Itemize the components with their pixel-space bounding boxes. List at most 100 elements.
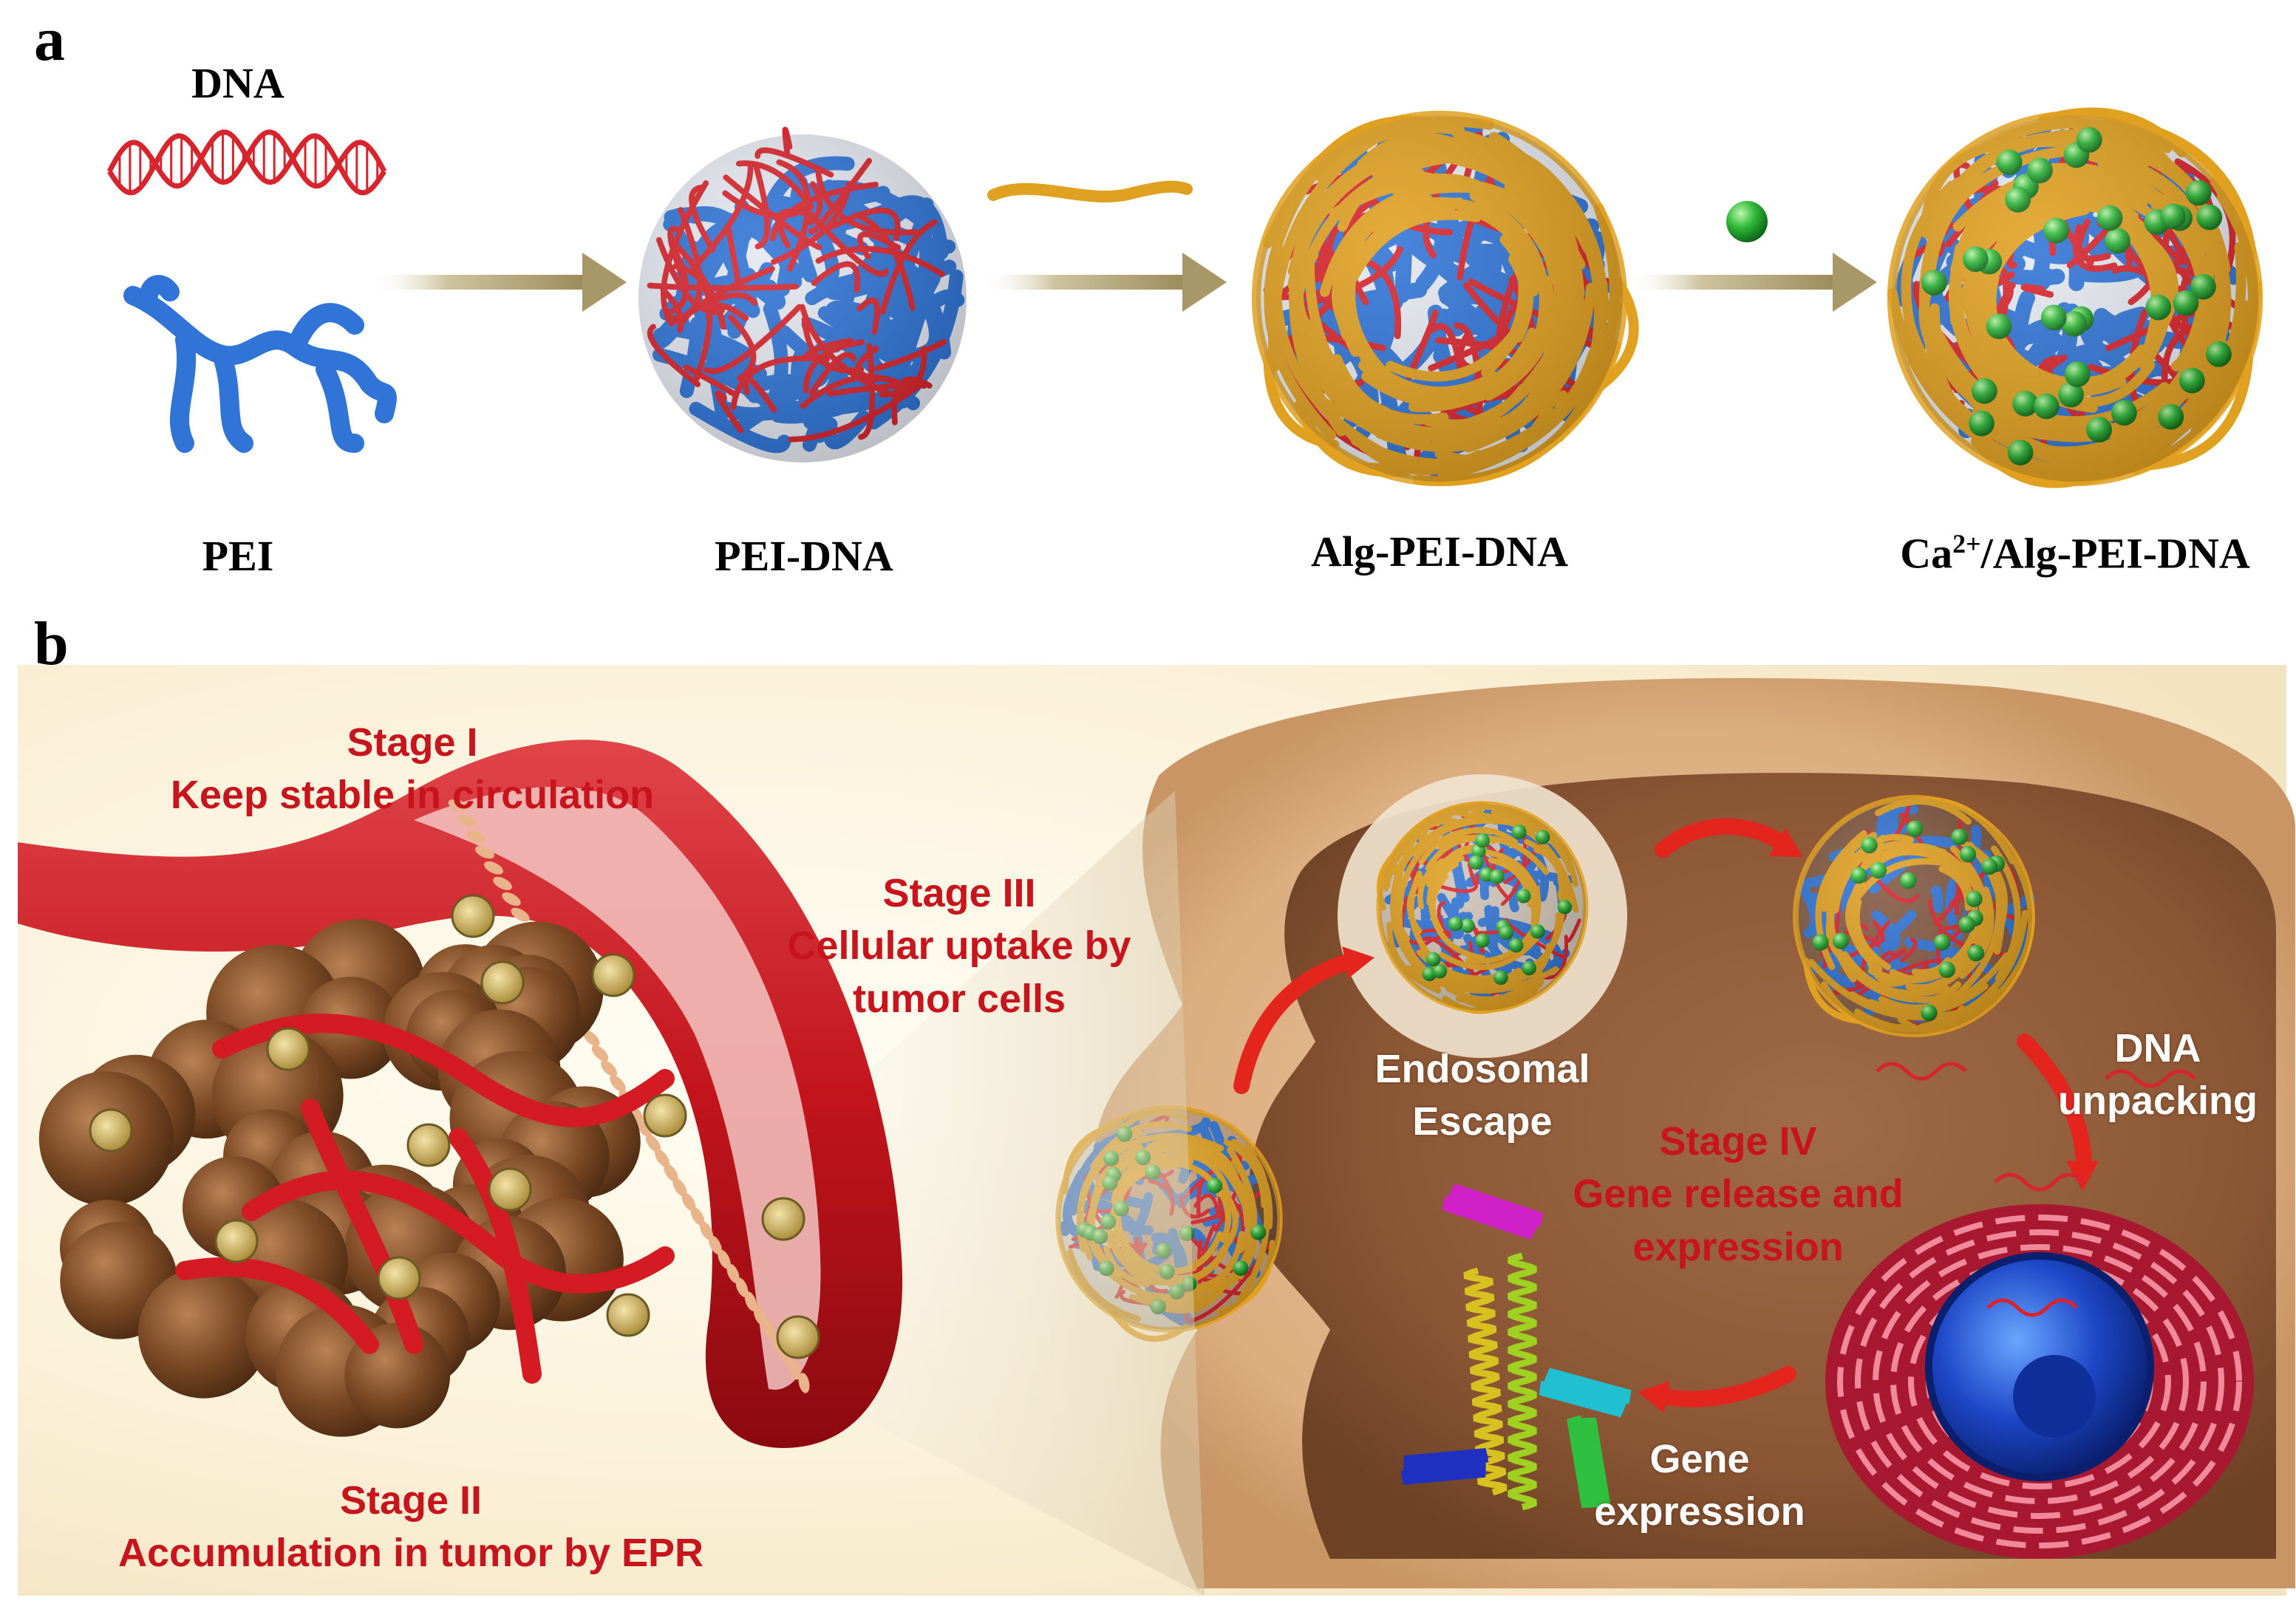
- endothelial-cell: [448, 799, 469, 812]
- endothelial-cell: [610, 1075, 626, 1093]
- released-dna-fragments: [1876, 1062, 2196, 1317]
- expression-arrow-head: [1638, 1381, 1670, 1413]
- capillary: [175, 1257, 379, 1354]
- expression-arrow: [1638, 1366, 1796, 1413]
- vessel-lumen: [414, 787, 821, 1390]
- endothelial-cell: [718, 1249, 731, 1269]
- stage-3-desc-1: Cellular uptake by: [787, 923, 1131, 969]
- stage-3-title: Stage III: [882, 871, 1036, 915]
- stage-4-title: Stage IV: [1659, 1119, 1817, 1164]
- pei-dna-particle: [638, 126, 967, 462]
- expression-arrow-shaft: [1655, 1366, 1796, 1407]
- endothelial-cell: [493, 876, 512, 890]
- pei-branch: [138, 275, 180, 313]
- endosomal-line-1: Endosomal: [1374, 1047, 1590, 1091]
- gene-expression-label: Gene expression: [1594, 1433, 1805, 1539]
- protein-helix: [1400, 1448, 1489, 1485]
- endothelial-cell: [763, 1319, 774, 1339]
- endothelial-cell: [789, 1359, 801, 1380]
- panel-a-letter: a: [34, 5, 65, 74]
- endothelial-cell: [600, 1060, 618, 1077]
- unpacking-arrow-shaft: [2017, 1034, 2092, 1175]
- uptake-arrow-head: [1342, 946, 1374, 979]
- stage-4-desc-2: expression: [1632, 1224, 1844, 1269]
- circulating-nanoparticle: [591, 953, 636, 997]
- endosome-particle: [1376, 801, 1589, 1014]
- dna-helix-strand-2: [106, 129, 386, 196]
- alginate-strand: [987, 180, 1193, 203]
- capillary: [301, 1099, 423, 1354]
- alg-pei-dna-particle: [1251, 110, 1639, 487]
- endothelial-cell: [511, 907, 530, 922]
- circulating-nanoparticle: [480, 960, 525, 1005]
- tumor-cell-ball: [138, 1267, 269, 1398]
- arrow-a2-head: [1182, 253, 1227, 312]
- circulating-nanoparticle: [266, 1027, 310, 1071]
- endothelial-cell: [672, 1178, 687, 1197]
- uptake-arrow-shaft: [1233, 952, 1360, 1094]
- stage-3-desc-2: tumor cells: [852, 976, 1066, 1021]
- ca-alg-pei-dna-particle-shade: [1892, 115, 2258, 482]
- endothelial-cell: [484, 861, 503, 875]
- endothelial-cell: [690, 1206, 705, 1226]
- zoom-cone: [636, 790, 1205, 1596]
- dna-unpacking-line-2: unpacking: [2057, 1079, 2258, 1124]
- circulating-nanoparticle: [89, 1108, 133, 1152]
- endothelial-cell: [699, 1221, 714, 1240]
- ca-alg-pei-dna-label: Ca2+/Alg-PEI-DNA: [1900, 530, 2250, 575]
- stage-4-label: Stage IV Gene release and expression: [1573, 1116, 1903, 1274]
- pei-branch: [170, 330, 197, 453]
- protein-helix: [1539, 1367, 1632, 1418]
- endothelial-cell: [582, 1030, 600, 1046]
- ca-prefix: Ca: [1900, 529, 1953, 578]
- dna-fragment: [1994, 1172, 2085, 1192]
- pei-label: PEI: [202, 532, 274, 580]
- ca-alg-pei-dna-particle: [1887, 107, 2263, 488]
- protein-helix: [1463, 1267, 1508, 1496]
- unpacking-arrow: [2017, 1034, 2099, 1191]
- pei-dna-label: PEI-DNA: [715, 532, 893, 580]
- stage-2-title: Stage II: [339, 1478, 483, 1523]
- endosome-particle-shade: [1379, 804, 1586, 1011]
- dna-fragment: [2105, 1069, 2196, 1088]
- gene-expression-line-1: Gene: [1649, 1437, 1750, 1481]
- stage-2-label: Stage II Accumulation in tumor by EPR: [118, 1475, 704, 1580]
- nucleolus: [2013, 1355, 2096, 1438]
- gene-expression-line-2: expression: [1594, 1489, 1805, 1534]
- escape-arrow-head: [1769, 827, 1803, 857]
- pei-branch: [123, 286, 379, 394]
- arrow-a3: [1626, 253, 1877, 312]
- dna-helix: [106, 129, 387, 196]
- escape-arrow: [1655, 818, 1803, 858]
- ca-superscript: 2+: [1952, 529, 1981, 559]
- stage-1-desc: Keep stable in circulation: [170, 773, 655, 818]
- stage-1-label: Stage I Keep stable in circulation: [171, 717, 654, 822]
- circulating-nanoparticle: [214, 1219, 259, 1263]
- arrow-a3-shaft: [1626, 275, 1840, 290]
- capillary: [449, 1128, 542, 1384]
- circulating-nanoparticle: [406, 1123, 451, 1167]
- expressed-protein: [1400, 1184, 1632, 1511]
- er-fold: [1837, 1215, 2242, 1548]
- panel-b-letter: b: [34, 609, 69, 678]
- loosening-particle-shade: [1796, 798, 2032, 1034]
- stage-3-label: Stage III Cellular uptake by tumor cells: [787, 867, 1131, 1025]
- endothelial-cell: [735, 1277, 749, 1297]
- vessel-and-tumor: [18, 740, 1205, 1596]
- endothelial-cell: [655, 1149, 670, 1167]
- uptake-arrow: [1233, 946, 1374, 1094]
- endothelial-cell: [709, 1235, 722, 1255]
- protein-helix: [1508, 1252, 1537, 1511]
- ca-suffix: /Alg-PEI-DNA: [1980, 529, 2250, 578]
- endosomal-line-2: Escape: [1412, 1099, 1553, 1144]
- capillary: [212, 1014, 675, 1127]
- dna-fragment: [1876, 1062, 1967, 1081]
- arrow-a2: [981, 253, 1227, 312]
- dna-fragment: [1986, 1298, 2078, 1317]
- endothelial-cell: [744, 1291, 757, 1311]
- circulating-nanoparticle: [377, 1256, 421, 1300]
- tumor-cell: [1055, 677, 2295, 1588]
- er-fold: [1855, 1229, 2224, 1534]
- stage-2-desc: Accumulation in tumor by EPR: [117, 1531, 704, 1576]
